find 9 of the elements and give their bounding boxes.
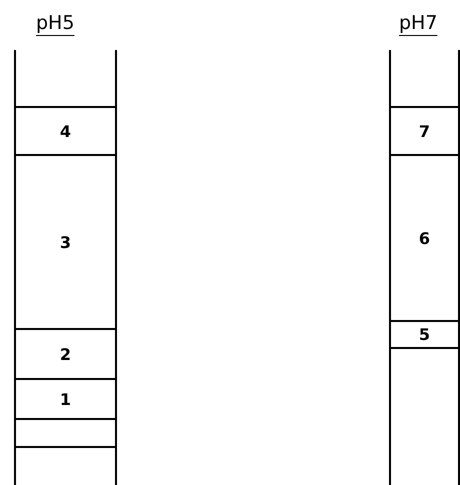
band-number: 7 <box>418 122 430 140</box>
column-heading: pH5 <box>36 12 74 34</box>
band-number: 5 <box>418 325 430 344</box>
band-number: 4 <box>60 122 72 140</box>
band-number: 3 <box>60 232 72 252</box>
column-heading: pH7 <box>399 12 438 34</box>
band-number: 6 <box>418 228 430 248</box>
band-number: 1 <box>60 390 72 408</box>
band-number: 2 <box>60 344 72 364</box>
